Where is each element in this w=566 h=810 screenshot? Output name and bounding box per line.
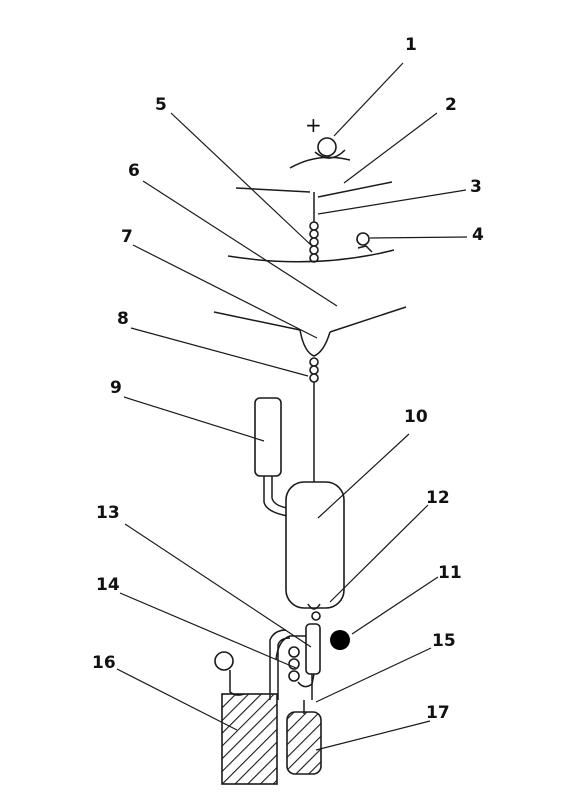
leader-13 (124, 523, 312, 648)
callout-4: 4 (472, 225, 484, 245)
callout-11: 11 (438, 563, 462, 583)
leader-lines (116, 62, 468, 751)
connector-arm (275, 635, 306, 661)
black-ball (330, 630, 350, 650)
upper-shelf-left (235, 187, 311, 193)
leader-14 (119, 592, 297, 669)
callout-1: 1 (405, 35, 417, 55)
callout-17: 17 (426, 703, 450, 723)
main-vessel (285, 481, 345, 621)
side-reservoir (254, 397, 289, 517)
left-container-pipe-b (277, 637, 291, 700)
leader-10 (317, 433, 410, 519)
leader-11 (351, 576, 439, 635)
top-arc (289, 156, 351, 169)
left-container-body (221, 693, 278, 785)
leader-5 (170, 112, 313, 247)
callout-12: 12 (426, 488, 450, 508)
hatched-container-right (286, 700, 322, 775)
plus-symbol: + (305, 113, 322, 137)
right-container-body (286, 711, 322, 775)
callout-6: 6 (128, 161, 140, 181)
left-container-ball (214, 651, 234, 671)
side-ball (356, 232, 370, 246)
callout-16: 16 (92, 653, 116, 673)
top-assembly: + (227, 113, 395, 263)
side-reservoir-tube-a (263, 476, 289, 517)
callout-numbers: 1 2 3 4 5 6 7 8 9 10 11 12 13 14 15 16 1… (92, 35, 484, 723)
funnel-chain (309, 357, 319, 383)
lower-curved-shelf (227, 249, 395, 263)
leader-1 (333, 62, 404, 137)
callout-5: 5 (155, 95, 167, 115)
outlet-bead (311, 611, 321, 621)
callout-13: 13 (96, 503, 120, 523)
leader-17 (315, 720, 431, 751)
leader-3 (317, 189, 467, 215)
top-ball (317, 137, 337, 157)
callout-10: 10 (404, 407, 428, 427)
callout-3: 3 (470, 177, 482, 197)
leader-2 (343, 112, 438, 184)
connector-bead-1 (288, 646, 300, 658)
left-container-ball-stem (229, 670, 245, 696)
upper-shelf-right (317, 181, 393, 198)
leader-8 (130, 327, 309, 377)
callout-8: 8 (117, 309, 129, 329)
leader-9 (123, 396, 265, 442)
leader-6 (142, 180, 338, 307)
funnel-assembly (213, 306, 407, 484)
callout-14: 14 (96, 575, 120, 595)
top-cup (314, 149, 346, 159)
leader-15 (315, 647, 432, 703)
main-vessel-body (285, 481, 345, 609)
leader-16 (116, 668, 238, 731)
funnel-left-wing (213, 311, 301, 331)
funnel-right-wing (329, 306, 407, 333)
main-vessel-outlet (307, 603, 321, 610)
leader-4 (369, 236, 468, 239)
upper-chain (309, 221, 319, 263)
connector-bead-3 (288, 670, 300, 682)
callout-7: 7 (121, 227, 133, 247)
connector-tube (305, 623, 321, 675)
leader-12 (329, 504, 429, 603)
leader-7 (132, 244, 318, 339)
callout-9: 9 (110, 378, 122, 398)
side-reservoir-body (254, 397, 282, 477)
callout-15: 15 (432, 631, 456, 651)
funnel-cone (299, 329, 331, 357)
left-container-pipe-a (269, 629, 287, 700)
callout-2: 2 (445, 95, 457, 115)
hatched-container-left (214, 629, 291, 785)
side-ball-hook (357, 245, 373, 253)
